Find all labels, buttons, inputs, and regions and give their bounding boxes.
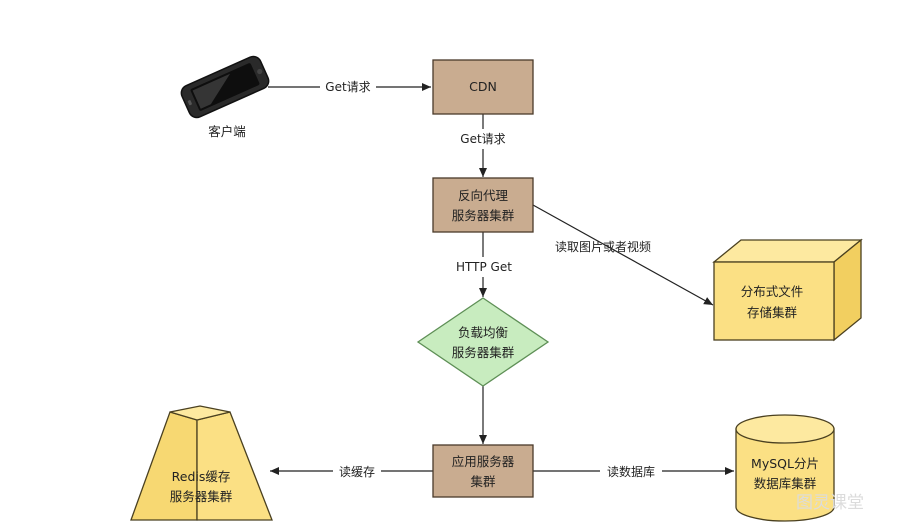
fs-label-line2: 存储集群 (747, 305, 798, 320)
redis-label-line1: Redis缓存 (172, 469, 231, 484)
client-label: 客户端 (208, 124, 246, 139)
redis-label-line2: 服务器集群 (170, 489, 233, 504)
cdn-label: CDN (469, 79, 497, 94)
mysql-label-line1: MySQL分片 (751, 456, 819, 471)
edge-label-client-cdn: Get请求 (325, 80, 370, 94)
proxy-node: 反向代理 服务器集群 (432, 177, 534, 233)
app-label-line2: 集群 (470, 474, 496, 489)
lb-label-line1: 负载均衡 (458, 325, 508, 340)
edge-label-app-redis: 读缓存 (339, 465, 375, 479)
mysql-node: MySQL分片 数据库集群 (735, 414, 835, 522)
watermark: 图灵课堂 (796, 493, 864, 513)
edge-proxy-fs (532, 204, 714, 306)
lb-label-line2: 服务器集群 (452, 345, 515, 360)
edge-labels: Get请求 Get请求 HTTP Get 读取图片或者视频 读缓存 读数据库 (320, 77, 662, 480)
client-phone-icon (180, 55, 270, 119)
cdn-node: CDN (432, 59, 534, 115)
lb-node: 负载均衡 服务器集群 (416, 297, 550, 387)
mysql-label-line2: 数据库集群 (754, 476, 817, 491)
fs-label-line1: 分布式文件 (741, 284, 804, 299)
app-label-line1: 应用服务器 (452, 454, 515, 469)
edge-label-cdn-proxy: Get请求 (460, 132, 505, 146)
edge-label-proxy-fs: 读取图片或者视频 (555, 239, 651, 254)
redis-node: Redis缓存 服务器集群 (130, 405, 273, 521)
fs-node: 分布式文件 存储集群 (712, 238, 863, 342)
app-node: 应用服务器 集群 (432, 444, 534, 498)
edge-label-app-mysql: 读数据库 (607, 464, 655, 479)
proxy-label-line1: 反向代理 (458, 188, 509, 203)
edge-label-proxy-lb: HTTP Get (456, 260, 512, 274)
proxy-label-line2: 服务器集群 (452, 208, 515, 223)
